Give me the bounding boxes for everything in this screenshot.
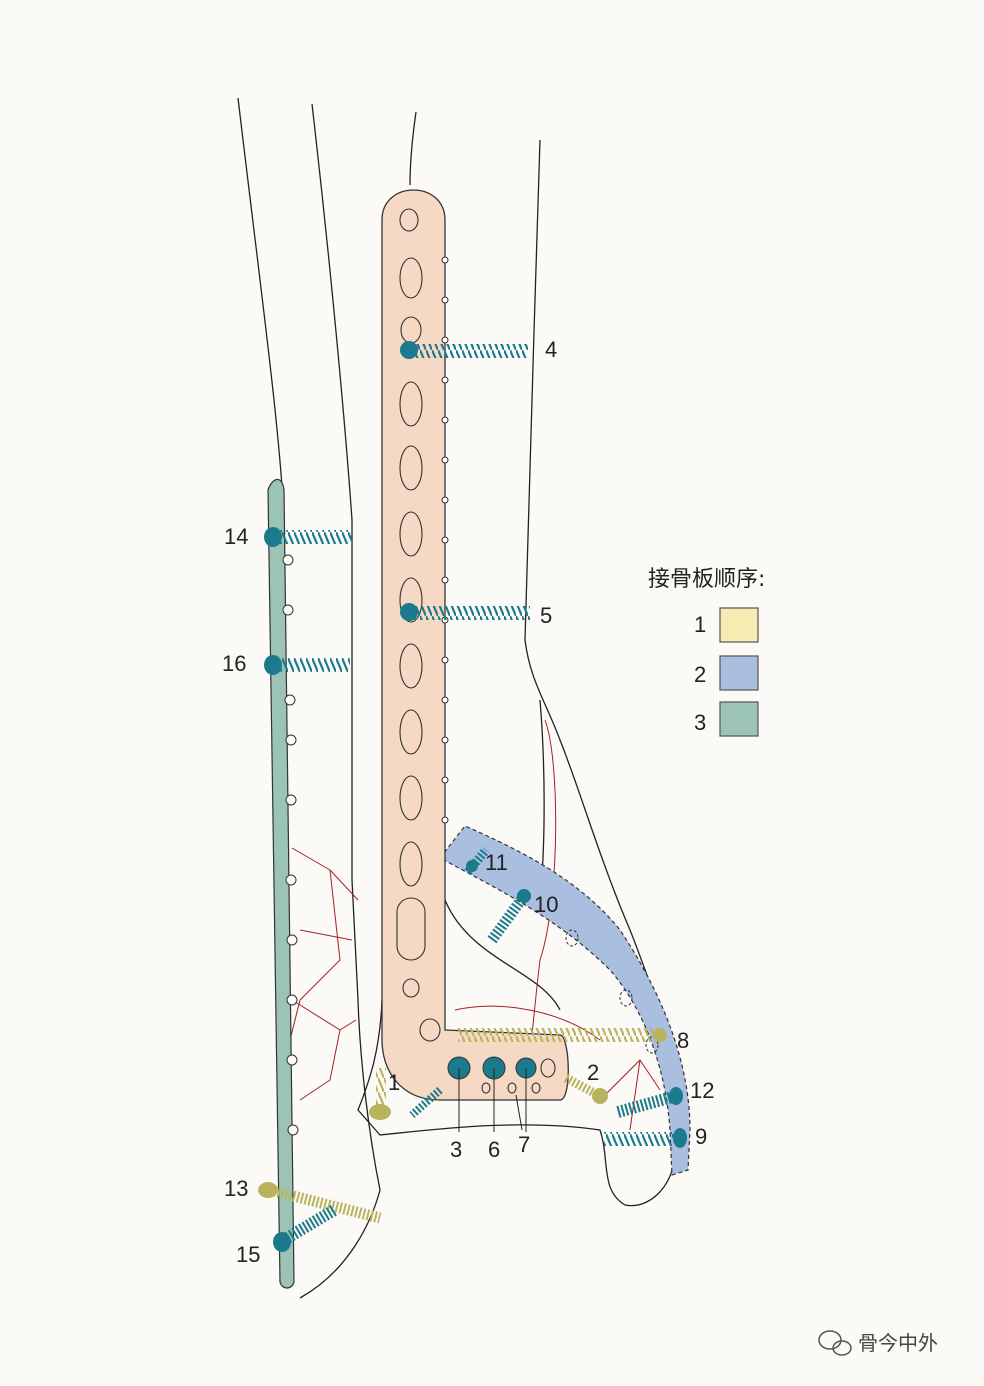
screw-13 <box>258 1182 382 1224</box>
bone-outlines <box>237 97 683 1299</box>
label-2: 2 <box>587 1060 599 1085</box>
fibular-plate <box>267 478 299 1289</box>
screw-10 <box>487 889 531 944</box>
label-3: 3 <box>450 1137 462 1162</box>
screw-12 <box>616 1087 683 1118</box>
leader-lines <box>458 1068 527 1132</box>
screw-9 <box>604 1128 687 1148</box>
watermark: 骨今中外 <box>818 1330 938 1356</box>
screw-8 <box>458 1028 667 1042</box>
label-4: 4 <box>545 337 557 362</box>
screw-4 <box>400 341 528 359</box>
label-9: 9 <box>695 1124 707 1149</box>
screw-15 <box>273 1204 338 1252</box>
screw-5 <box>400 603 530 621</box>
label-8: 8 <box>677 1028 689 1053</box>
legend-swatch-2 <box>719 655 759 691</box>
label-16: 16 <box>222 651 246 676</box>
legend-item-label: 1 <box>694 612 706 637</box>
main-l-plate <box>381 189 569 1101</box>
legend-title: 接骨板顺序: <box>648 567 765 592</box>
legend-item-label: 3 <box>694 710 706 735</box>
screws <box>258 341 687 1252</box>
legend-item-3: 3 <box>694 701 759 737</box>
screw-1 <box>369 1068 391 1120</box>
screw-11 <box>464 847 490 875</box>
screw-14 <box>264 527 352 547</box>
screw-labels: 1 2 3 4 5 6 7 8 9 10 11 12 13 14 15 16 <box>222 337 714 1267</box>
watermark-text: 骨今中外 <box>858 1331 938 1355</box>
legend: 接骨板顺序: 1 2 3 <box>648 567 765 737</box>
label-11: 11 <box>485 850 508 875</box>
screw-16 <box>264 655 350 675</box>
legend-item-1: 1 <box>694 607 759 643</box>
legend-item-2: 2 <box>694 655 759 691</box>
label-6: 6 <box>488 1137 500 1162</box>
label-5: 5 <box>540 603 552 628</box>
legend-swatch-3 <box>719 701 759 737</box>
screw-2 <box>563 1074 608 1104</box>
legend-swatch-1 <box>719 607 759 643</box>
label-10: 10 <box>534 892 558 917</box>
label-14: 14 <box>224 524 248 549</box>
label-13: 13 <box>224 1176 248 1201</box>
label-12: 12 <box>690 1078 714 1103</box>
legend-item-label: 2 <box>694 662 706 687</box>
label-7: 7 <box>518 1132 530 1157</box>
wechat-icon <box>818 1330 852 1356</box>
label-1: 1 <box>388 1070 400 1095</box>
medial-plate <box>439 825 691 1176</box>
label-15: 15 <box>236 1242 260 1267</box>
